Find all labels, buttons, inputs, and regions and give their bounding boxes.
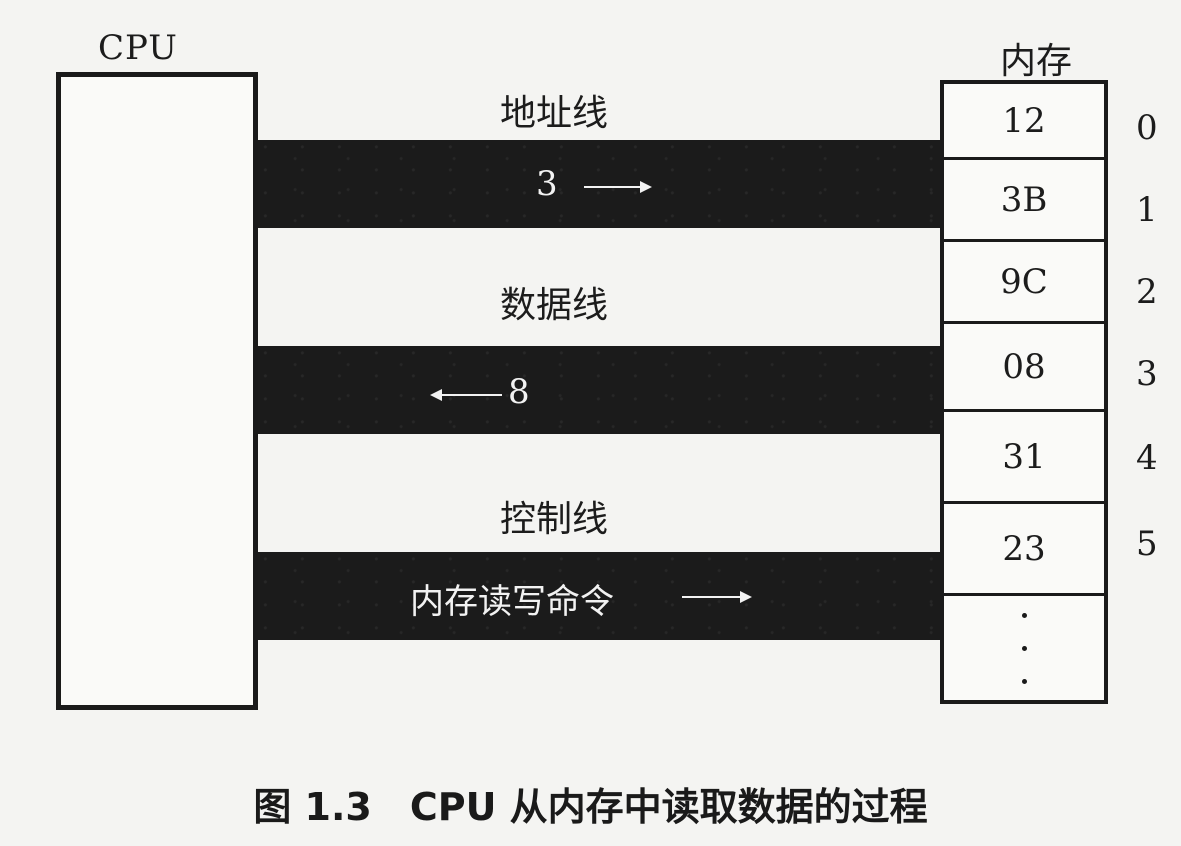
memory-cell-value: 9C xyxy=(1000,261,1048,302)
memory-cell: 31 xyxy=(944,412,1104,504)
memory-cell-value: 08 xyxy=(1002,346,1046,387)
memory-address: 4 xyxy=(1136,438,1158,478)
data-bus-signal: 8 xyxy=(508,372,530,412)
right-arrow-icon xyxy=(584,181,652,193)
memory-column: 12 3B 9C 08 31 23 xyxy=(940,80,1108,704)
memory-address: 0 xyxy=(1136,108,1158,148)
control-bus-label: 控制线 xyxy=(500,499,609,540)
control-bus: 内存读写命令 xyxy=(258,552,942,640)
data-bus: 8 xyxy=(258,346,942,434)
cpu-label: CPU xyxy=(98,28,178,68)
cpu-box xyxy=(56,72,258,710)
figure-caption: 图 1.3 CPU 从内存中读取数据的过程 xyxy=(253,785,928,829)
memory-address: 1 xyxy=(1136,190,1158,230)
memory-cell: 23 xyxy=(944,504,1104,596)
memory-label: 内存 xyxy=(1000,41,1073,82)
memory-cell: 9C xyxy=(944,242,1104,324)
right-arrow-icon xyxy=(682,591,752,603)
memory-cell: 08 xyxy=(944,324,1104,412)
memory-cell-value: 3B xyxy=(1000,179,1048,220)
memory-address: 2 xyxy=(1136,272,1158,312)
memory-address: 3 xyxy=(1136,354,1158,394)
ellipsis-dot xyxy=(1021,645,1027,651)
memory-cell-value: 12 xyxy=(1002,100,1046,141)
memory-cell-ellipsis xyxy=(944,596,1104,700)
control-bus-signal: 内存读写命令 xyxy=(410,582,614,622)
memory-cell: 12 xyxy=(944,84,1104,160)
address-bus-label: 地址线 xyxy=(500,93,609,134)
left-arrow-icon xyxy=(430,389,502,401)
memory-cell: 3B xyxy=(944,160,1104,242)
memory-address: 5 xyxy=(1136,524,1158,564)
data-bus-label: 数据线 xyxy=(500,285,609,326)
address-bus: 3 xyxy=(258,140,942,228)
ellipsis-dot xyxy=(1021,612,1027,618)
address-bus-signal: 3 xyxy=(536,164,558,204)
ellipsis-dot xyxy=(1021,678,1027,684)
memory-cell-value: 23 xyxy=(1002,528,1046,569)
memory-cell-value: 31 xyxy=(1002,436,1046,477)
